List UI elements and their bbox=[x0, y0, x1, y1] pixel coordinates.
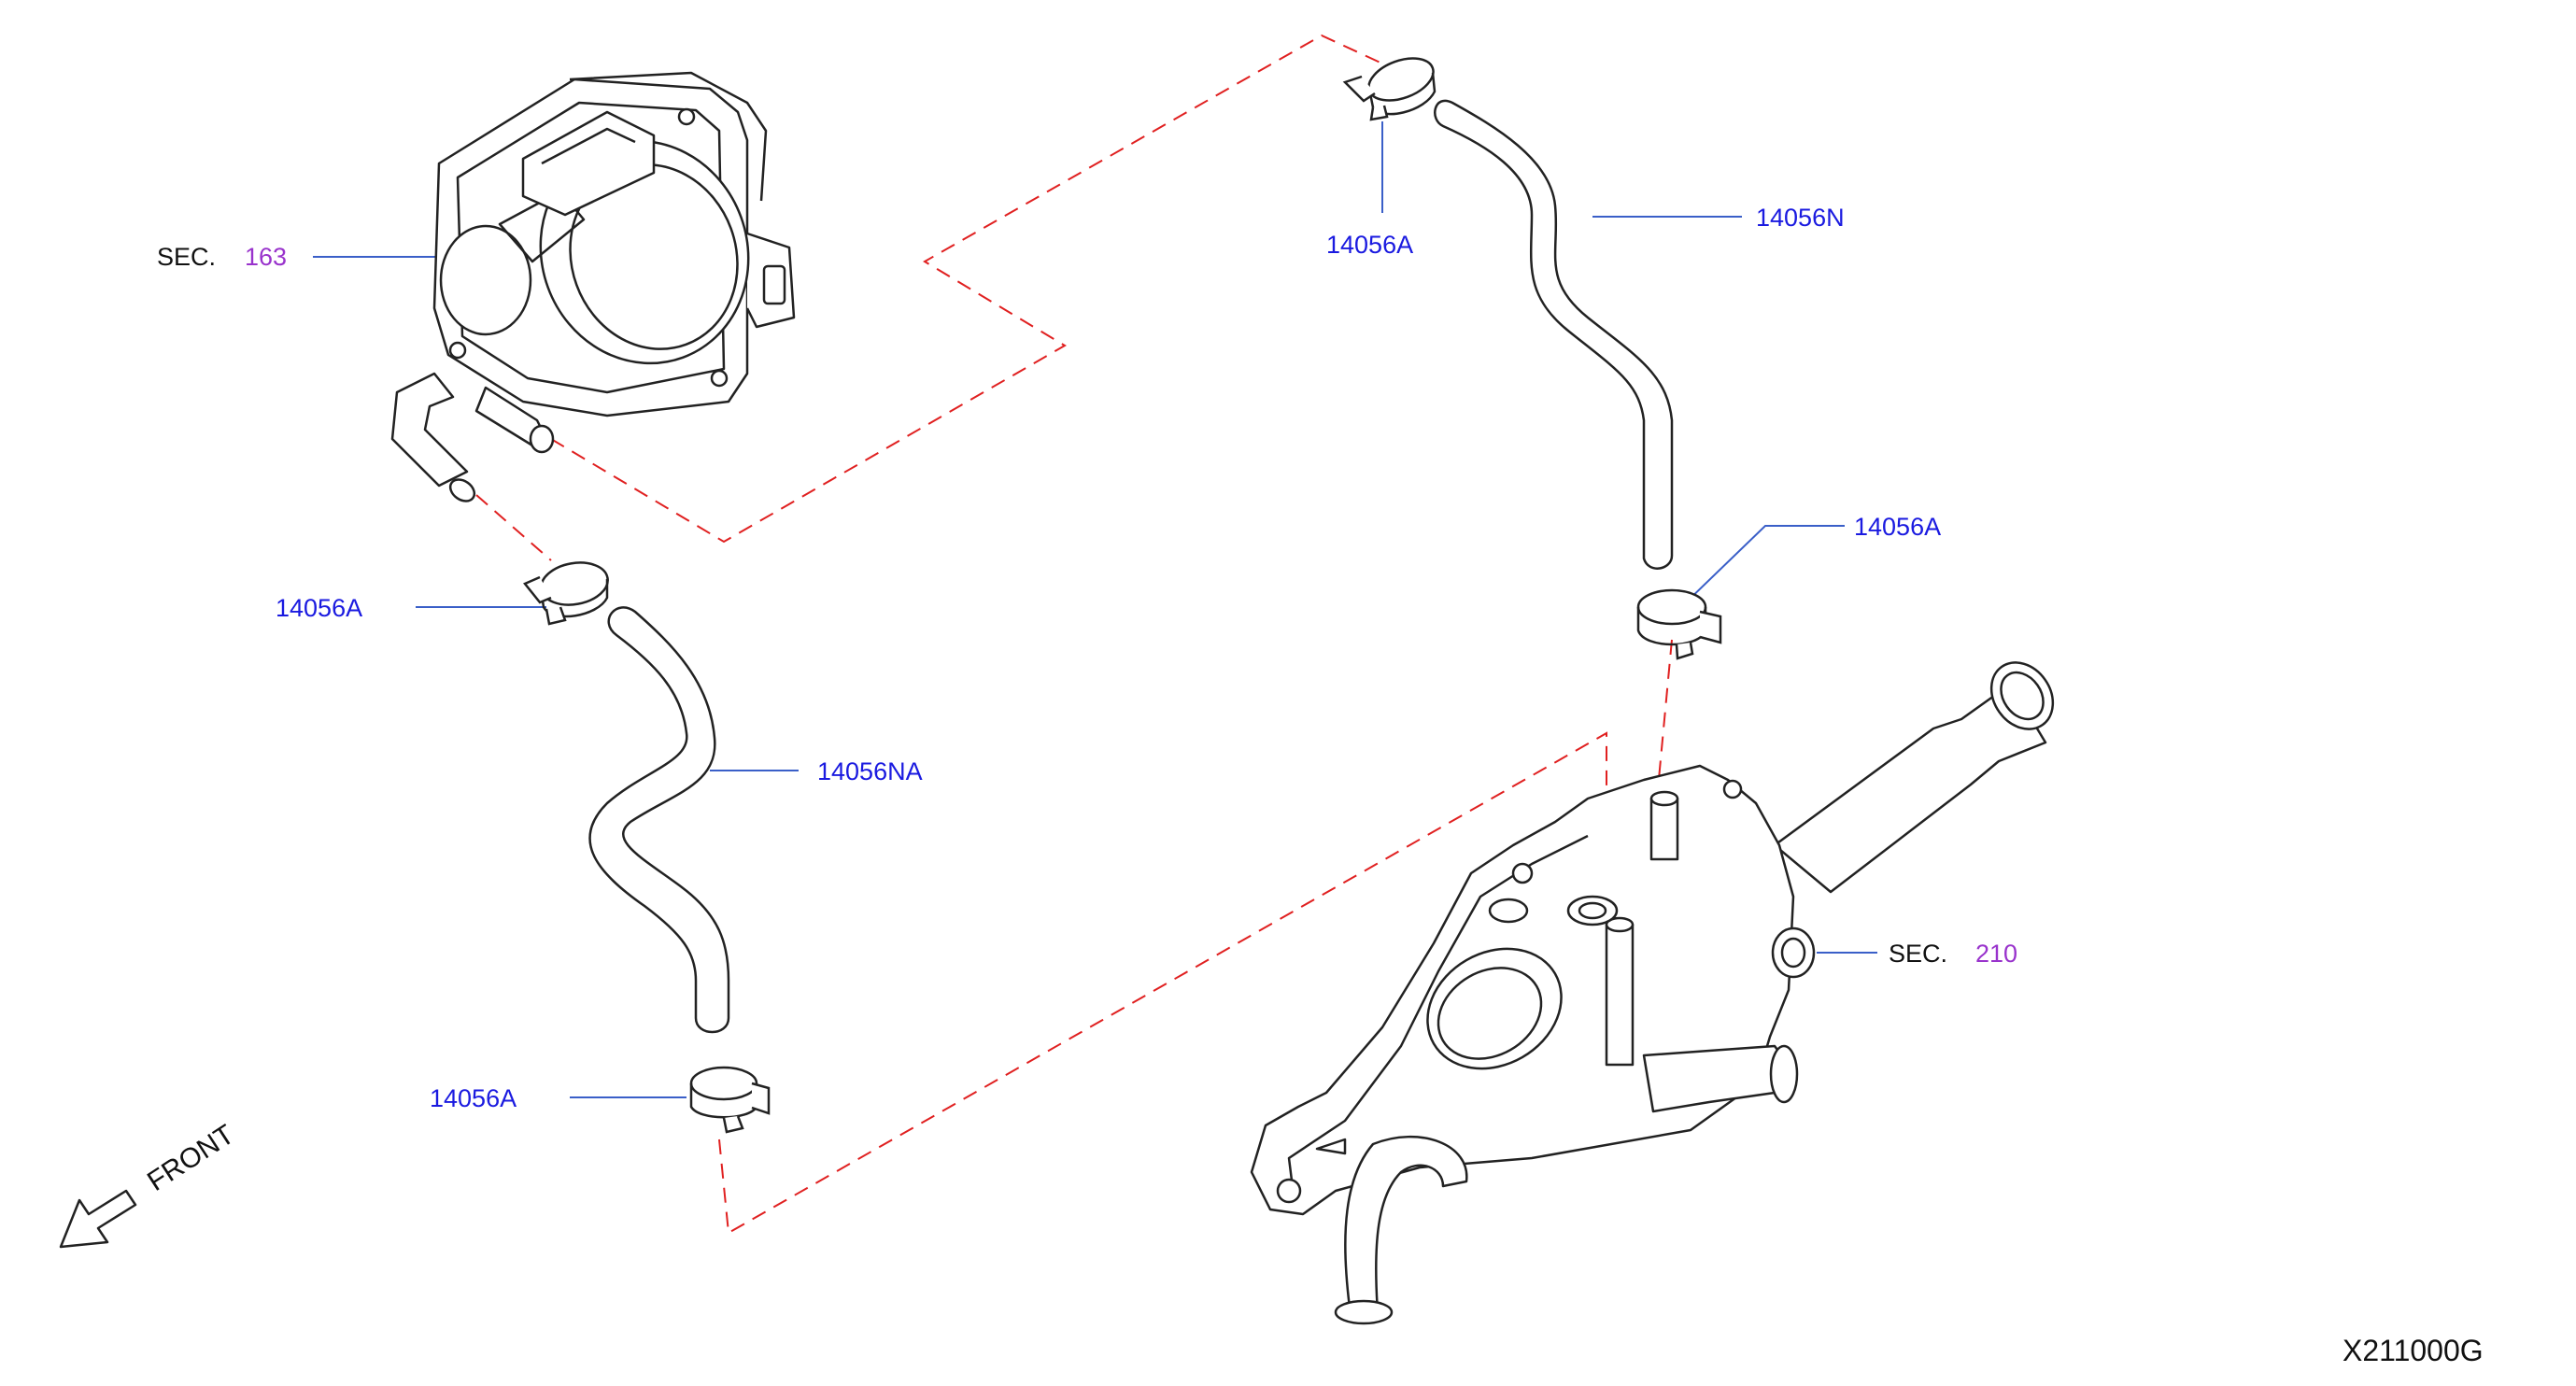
thermostat-outlet-pipe-bottom bbox=[1344, 1136, 1468, 1314]
leader-lines bbox=[313, 121, 1877, 1098]
part-label-clamp-top[interactable]: 14056A bbox=[1326, 231, 1414, 259]
thermostat-outlet-pipe-upper bbox=[1773, 694, 2047, 894]
thermostat-inlet-inner bbox=[1437, 967, 1543, 1060]
throttle-outlet-pipe-left bbox=[390, 372, 469, 488]
thermostat-side-boss bbox=[1771, 926, 1816, 979]
hose-14056na bbox=[588, 606, 730, 1034]
throttle-body-assembly bbox=[390, 71, 796, 502]
throttle-body-inner-plate bbox=[456, 101, 726, 394]
hose-14056na-outline bbox=[588, 606, 730, 1034]
part-label-clamp-left-lower[interactable]: 14056A bbox=[430, 1084, 517, 1112]
thermostat-outlet-pipe-lower-end bbox=[1769, 1044, 1799, 1104]
throttle-outlet-pipe-right-end bbox=[529, 424, 555, 454]
sec-210-link[interactable]: 210 bbox=[1975, 940, 2018, 968]
throttle-connector bbox=[745, 232, 796, 329]
clamp-left-lower bbox=[689, 1066, 771, 1134]
part-label-clamp-left-upper[interactable]: 14056A bbox=[276, 594, 363, 622]
throttle-motor-housing bbox=[439, 224, 532, 336]
route-right-clamp-to-thermostat bbox=[1657, 639, 1673, 790]
diagram-reference-code: X211000G bbox=[2342, 1334, 2484, 1367]
throttle-bolt-3 bbox=[710, 369, 729, 388]
thermostat-housing-assembly bbox=[1250, 661, 2055, 1325]
hose-14056n bbox=[1434, 99, 1674, 570]
thermostat-mount-hole-3 bbox=[1722, 779, 1743, 799]
throttle-actuator-top bbox=[521, 110, 656, 217]
thermostat-outlet-pipe-upper-end bbox=[1989, 661, 2055, 730]
thermostat-mount-hole-2 bbox=[1511, 862, 1534, 884]
throttle-connector-tab bbox=[762, 264, 786, 305]
throttle-outlet-pipe-left-end bbox=[448, 478, 476, 502]
clamp-right bbox=[1636, 588, 1722, 660]
sec-163-prefix: SEC. bbox=[157, 243, 217, 271]
leader-clamp-right bbox=[1680, 525, 1845, 608]
part-label-hose-left[interactable]: 14056NA bbox=[817, 757, 923, 785]
thermostat-top-nipple bbox=[1649, 797, 1679, 861]
part-label-hose-top[interactable]: 14056N bbox=[1756, 204, 1845, 232]
route-throttle-to-top-hose bbox=[550, 34, 1383, 544]
thermostat-outlet-pipe-bottom-end bbox=[1334, 1299, 1394, 1325]
throttle-bolt-1 bbox=[677, 107, 696, 126]
clamp-top bbox=[1342, 57, 1437, 121]
throttle-top-flange bbox=[569, 71, 768, 202]
thermostat-outlet-pipe-lower bbox=[1642, 1044, 1790, 1113]
route-throttle-to-left-clamp bbox=[475, 494, 552, 561]
thermostat-mid-nipple bbox=[1605, 923, 1635, 1067]
thermostat-port-left bbox=[1488, 898, 1529, 924]
thermostat-mount-hole-1 bbox=[1276, 1178, 1302, 1204]
sec-210-prefix: SEC. bbox=[1889, 940, 1948, 968]
throttle-actuator-detail bbox=[541, 127, 636, 165]
hose-14056n-outline bbox=[1434, 99, 1674, 570]
part-label-clamp-right[interactable]: 14056A bbox=[1854, 513, 1942, 541]
sec-163-link[interactable]: 163 bbox=[245, 243, 288, 271]
front-arrow-icon bbox=[59, 1189, 137, 1249]
throttle-bolt-2 bbox=[448, 341, 467, 360]
clamp-left-upper bbox=[523, 561, 609, 626]
thermostat-port-mid bbox=[1566, 895, 1619, 926]
